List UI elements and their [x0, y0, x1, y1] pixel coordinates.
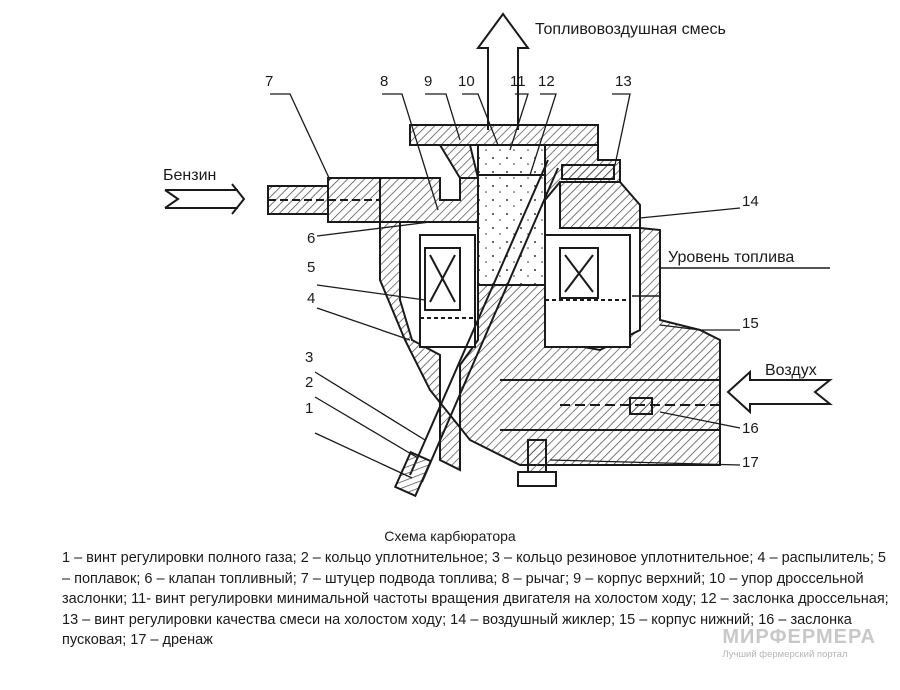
fuel-fitting	[267, 177, 381, 223]
float-left	[424, 247, 461, 311]
mixture-label: Топливовоздушная смесь	[535, 21, 726, 38]
drain	[517, 439, 557, 487]
part-number-3: 3	[305, 349, 313, 366]
watermark-tagline: Лучший фермерский портал	[722, 649, 848, 660]
part-number-2: 2	[305, 374, 313, 391]
float-right	[559, 247, 599, 299]
mixture-outlet-arrow	[476, 12, 530, 130]
fuel-level-label: Уровень топлива	[668, 249, 794, 266]
part-number-12: 12	[538, 73, 555, 90]
air-inlet-pipe	[500, 379, 720, 431]
part-number-16: 16	[742, 420, 759, 437]
part-number-5: 5	[307, 259, 315, 276]
fuel-inlet-arrow	[164, 183, 246, 215]
air-inlet-arrow	[726, 369, 833, 415]
part-number-1: 1	[305, 400, 313, 417]
part-number-9: 9	[424, 73, 432, 90]
mixture-screw	[561, 164, 615, 180]
diagram-caption: Схема карбюратора	[384, 528, 516, 544]
part-number-labels: 1 2 3 4 5 6 7 8 9 10 11 12 13 14 15 16 1…	[265, 73, 759, 471]
part-number-17: 17	[742, 454, 759, 471]
atomizer-assembly	[393, 159, 559, 498]
site-watermark: МИРФЕРМЕРА Лучший фермерский портал	[722, 626, 876, 660]
leader-lines	[270, 93, 741, 479]
parts-legend: 1 – винт регулировки полного газа; 2 – к…	[62, 550, 889, 648]
part-number-4: 4	[307, 290, 315, 307]
watermark-name: МИРФЕРМЕРА	[722, 626, 876, 648]
fuel-inlet-label: Бензин	[163, 167, 216, 184]
part-number-6: 6	[307, 230, 315, 247]
part-number-15: 15	[742, 315, 759, 332]
air-label: Воздух	[765, 362, 817, 379]
carburetor-schematic: Топливовоздушная смесь Бензин	[163, 12, 833, 498]
part-number-11: 11	[510, 73, 526, 90]
part-number-7: 7	[265, 73, 273, 90]
part-number-14: 14	[742, 193, 759, 210]
fuel-level-pointer	[632, 267, 830, 297]
mixing-chamber	[477, 144, 546, 286]
part-number-13: 13	[615, 73, 632, 90]
part-number-8: 8	[380, 73, 388, 90]
part-number-10: 10	[458, 73, 475, 90]
